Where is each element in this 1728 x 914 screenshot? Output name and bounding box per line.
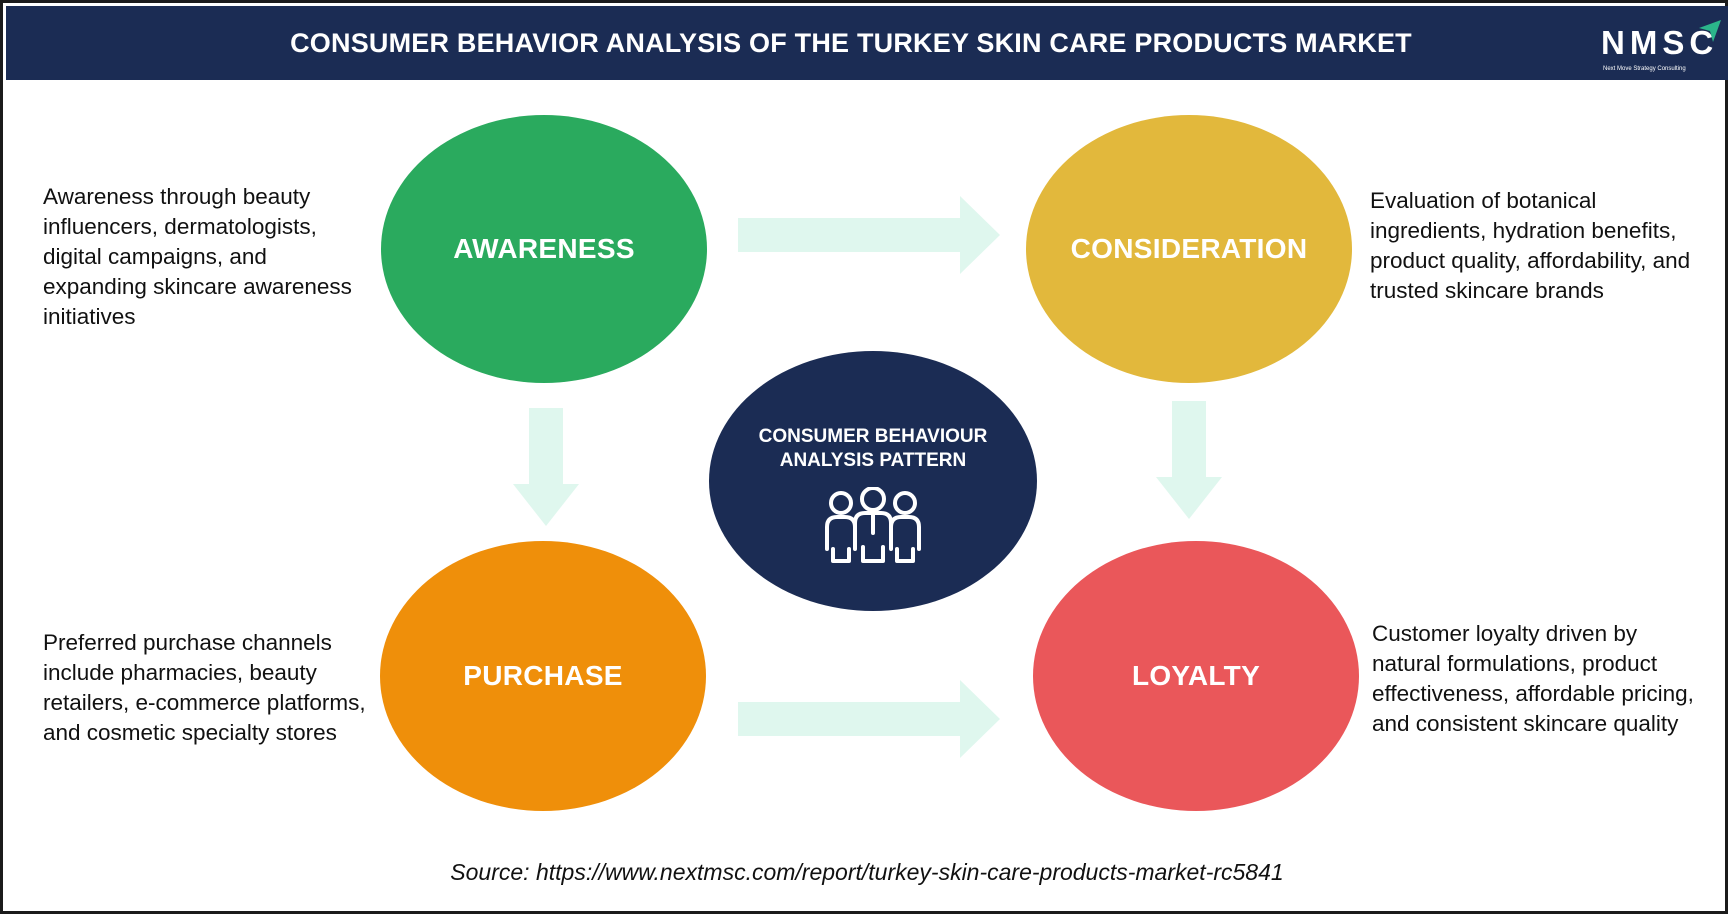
page-title: CONSUMER BEHAVIOR ANALYSIS OF THE TURKEY… [290,28,1412,58]
center-label: CONSUMER BEHAVIOUR ANALYSIS PATTERN [758,426,988,471]
arrow-icon-purchase-to-loyalty [738,680,1000,758]
purchase-description: Preferred purchase channels include phar… [43,630,366,745]
source-citation: Source: https://www.nextmsc.com/report/t… [450,859,1284,885]
consideration-description: Evaluation of botanical ingredients, hyd… [1370,188,1691,303]
center-circle: CONSUMER BEHAVIOUR ANALYSIS PATTERN [709,351,1037,611]
loyalty-description: Customer loyalty driven by natural formu… [1372,621,1694,736]
nmsc-logo: NMSC Next Move Strategy Consulting [1601,20,1726,82]
awareness-label: AWARENESS [453,233,635,264]
awareness-description: Awareness through beauty influencers, de… [43,184,352,329]
awareness-circle: AWARENESS [381,115,707,383]
logo-text: NMSC [1601,24,1719,61]
people-group-icon [825,487,921,563]
logo-arrow-icon [1699,20,1721,42]
consideration-circle: CONSIDERATION [1026,115,1352,383]
arrow-icon-awareness-to-consideration [738,196,1000,274]
logo-subtitle: Next Move Strategy Consulting [1603,66,1686,72]
loyalty-circle: LOYALTY [1033,541,1359,811]
loyalty-label: LOYALTY [1131,660,1261,691]
purchase-label: PURCHASE [463,660,623,691]
arrow-icon-awareness-to-purchase [513,408,579,526]
arrow-icon-consideration-to-loyalty [1156,401,1222,519]
consideration-label: CONSIDERATION [1070,233,1308,264]
purchase-circle: PURCHASE [380,541,706,811]
title-bar: CONSUMER BEHAVIOR ANALYSIS OF THE TURKEY… [6,6,1728,80]
